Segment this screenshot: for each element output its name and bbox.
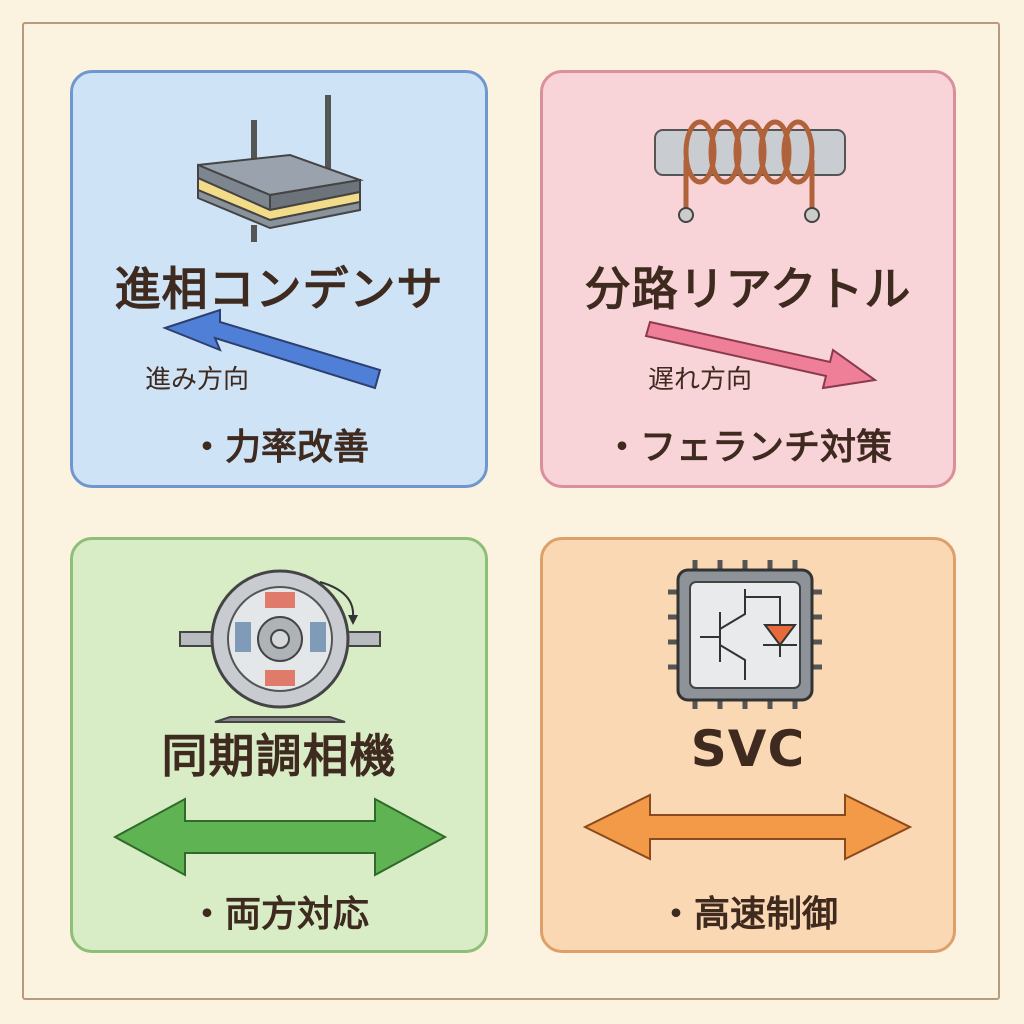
panel-svc: SVC ・高速制御	[540, 537, 956, 953]
outer-frame	[22, 22, 1000, 1000]
reactor-coil-icon	[644, 119, 878, 390]
panel-title: 分路リアクトル	[584, 262, 912, 316]
panel-phase-advancing-capacitor: 進相コンデンサ 進み方向 ・力率改善	[70, 70, 488, 488]
synchronous-machine-icon	[112, 569, 448, 877]
direction-label: 遅れ方向	[648, 365, 753, 395]
panel-title: 同期調相機	[161, 729, 397, 783]
direction-label: 進み方向	[145, 365, 250, 395]
benefit-note: ・力率改善	[188, 427, 369, 468]
benefit-note: ・高速制御	[657, 894, 838, 935]
capacitor-icon	[162, 95, 382, 390]
panel-title: SVC	[690, 720, 806, 778]
panel-synchronous-condenser: 同期調相機 ・両方対応	[70, 537, 488, 953]
benefit-note: ・両方対応	[188, 894, 369, 935]
panel-title: 進相コンデンサ	[114, 262, 444, 316]
panel-shunt-reactor: 分路リアクトル 遅れ方向 ・フェランチ対策	[540, 70, 956, 488]
benefit-note: ・フェランチ対策	[603, 427, 892, 468]
semiconductor-chip-icon	[582, 560, 913, 861]
